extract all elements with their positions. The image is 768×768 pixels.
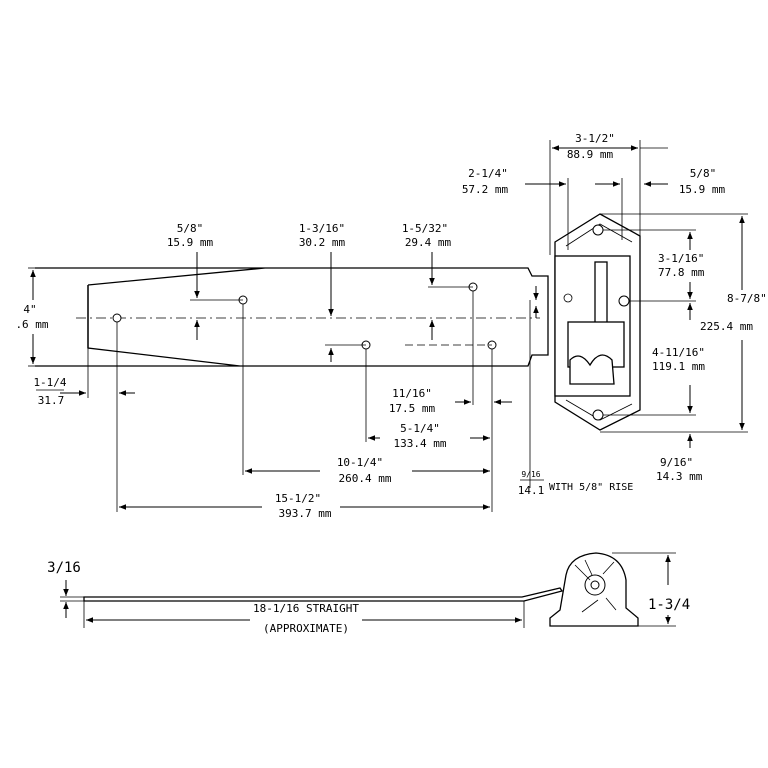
side-pivot-inner (590, 580, 600, 590)
dim-strap-a-in: 5/8" (177, 222, 204, 235)
side-length: 18-1/16 STRAIGHT (253, 602, 359, 615)
dim-side-c-in: 9/16" (660, 456, 693, 469)
plate-hole-top (592, 224, 604, 236)
side-strap (83, 587, 564, 602)
dim-strap-c-mm: 29.4 mm (405, 236, 452, 249)
dim-top-w-mm: 88.9 mm (567, 148, 614, 161)
dim-top-w-in: 3-1/2" (575, 132, 615, 145)
dim-hole-d-in: 15-1/2" (275, 492, 321, 505)
dim-rise-note: WITH 5/8" RISE (549, 482, 633, 493)
dim-width-l-in: 4" (23, 303, 36, 316)
dim-width-l-mm: .6 mm (15, 318, 48, 331)
dim-top-r-mm: 15.9 mm (679, 183, 726, 196)
dim-end-l-bottom: 31.7 (38, 394, 65, 407)
hinge-cam (569, 354, 615, 385)
dim-hole-b-in: 5-1/4" (400, 422, 440, 435)
pivot-mark (563, 293, 573, 303)
dim-hole-a-mm: 17.5 mm (389, 402, 436, 415)
dim-hole-a-in: 11/16" (392, 387, 432, 400)
dim-rise-bottom: 14.1 (518, 484, 545, 497)
dim-side-a-in: 3-1/16" (658, 252, 704, 265)
dim-height-r-in: 8-7/8" (727, 292, 767, 305)
dim-height-r-mm: 225.4 mm (700, 320, 753, 333)
dim-top-r-in: 5/8" (690, 167, 717, 180)
dim-top-l-mm: 57.2 mm (462, 183, 509, 196)
dim-side-c-mm: 14.3 mm (656, 470, 703, 483)
dim-strap-b-in: 1-3/16" (299, 222, 345, 235)
top-view: 3-1/2" 88.9 mm 2-1/4" 57.2 mm 5/8" 15.9 … (15, 132, 766, 520)
side-view: 3/16 18-1/16 STRAIGHT (APPROXIMATE) 1-3/… (47, 552, 690, 635)
dim-side-a-mm: 77.8 mm (658, 266, 705, 279)
side-thickness: 3/16 (47, 560, 81, 576)
dim-strap-a-mm: 15.9 mm (167, 236, 214, 249)
dim-end-l-top: 1-1/4 (33, 376, 66, 389)
side-length-note: (APPROXIMATE) (263, 622, 349, 635)
dim-hole-b-mm: 133.4 mm (394, 437, 447, 450)
dim-strap-b-mm: 30.2 mm (299, 236, 346, 249)
dim-top-l-in: 2-1/4" (468, 167, 508, 180)
dim-hole-d-mm: 393.7 mm (279, 507, 332, 520)
plate-hole-bottom (592, 409, 604, 421)
dim-hole-c-mm: 260.4 mm (339, 472, 392, 485)
dim-side-b-mm: 119.1 mm (652, 360, 705, 373)
dim-rise-top: 9/16 (521, 470, 540, 479)
strap-hole-1 (112, 313, 122, 323)
plate-hole-mid (618, 295, 630, 307)
strap-outline (35, 267, 549, 367)
dim-strap-c-in: 1-5/32" (402, 222, 448, 235)
side-height: 1-3/4 (648, 597, 690, 613)
dim-hole-c-in: 10-1/4" (337, 456, 383, 469)
dim-side-b-in: 4-11/16" (652, 346, 705, 359)
